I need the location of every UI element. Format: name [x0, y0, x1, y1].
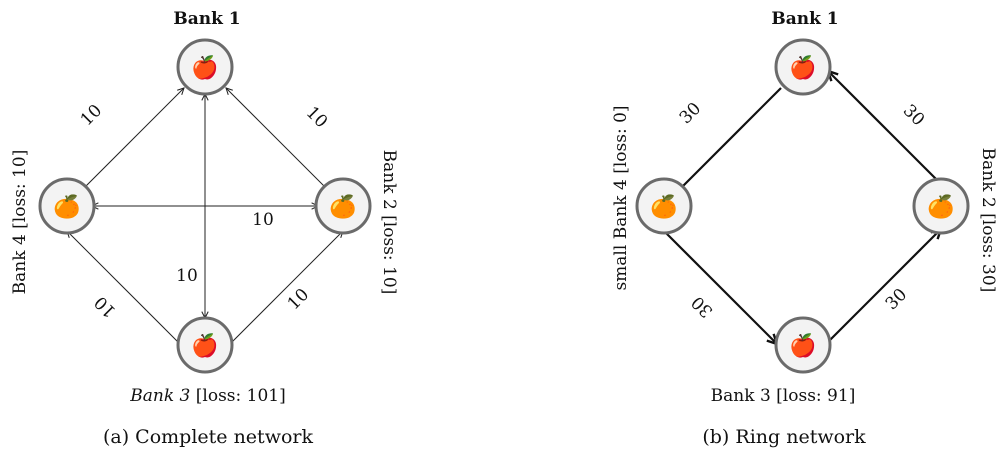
orange-icon: 🍊 [329, 194, 358, 220]
edge-label-b1-b2: 10 [302, 103, 331, 132]
edge-label-b4-b3: 10 [91, 292, 120, 321]
node-bank2: 🍊 [314, 177, 372, 235]
node-label-bank3-name: Bank 3 [129, 386, 190, 406]
node-label-bank1: Bank 1 [173, 9, 240, 29]
edge-label-b2-b1: 30 [899, 101, 928, 130]
edge-label-b1-b4: 10 [77, 101, 106, 130]
node-bank1: 🍎 [176, 38, 234, 96]
node-label-bank4: small Bank 4 [loss: 0] [611, 105, 631, 290]
node-bank1: 🍎 [774, 38, 832, 96]
edge-bank3-to-bank2 [825, 229, 941, 345]
complete-network-diagram: 10 10 10 10 10 10 🍎 🍊 🍎 🍊 Bank 1 Bank 2 … [10, 9, 399, 448]
orange-icon: 🍊 [53, 194, 82, 220]
edge-label-b1-b4: 30 [676, 99, 705, 128]
apple-icon: 🍎 [191, 54, 218, 81]
apple-icon: 🍎 [789, 54, 816, 81]
node-label-bank2: Bank 2 [loss: 10] [379, 150, 399, 295]
edge-label-b4-b3: 30 [688, 292, 717, 321]
caption-complete: (a) Complete network [103, 426, 313, 448]
apple-icon: 🍎 [789, 332, 816, 359]
node-bank2: 🍊 [912, 177, 970, 235]
edge-bank4-bank3 [67, 231, 184, 348]
node-bank3: 🍎 [176, 316, 234, 374]
apple-icon: 🍎 [191, 332, 218, 359]
node-label-bank3: Bank 3 [loss: 101] [129, 386, 285, 406]
edge-bank2-bank3 [226, 231, 343, 348]
edge-label-b3-b2: 30 [882, 285, 911, 314]
node-bank4: 🍊 [635, 177, 693, 235]
node-label-bank3-loss: [loss: 101] [190, 386, 285, 406]
node-label-bank4: Bank 4 [loss: 10] [10, 150, 30, 295]
node-label-bank1: Bank 1 [771, 9, 838, 29]
edge-bank2-to-bank1 [828, 71, 943, 186]
node-label-bank3: Bank 3 [loss: 91] [711, 386, 856, 406]
node-label-bank2: Bank 2 [loss: 30] [978, 148, 998, 293]
edge-bank4-to-bank3 [663, 230, 777, 344]
edge-label-b4-b2: 10 [252, 210, 274, 230]
node-bank4: 🍊 [38, 177, 96, 235]
edge-label-b1-b3: 10 [176, 266, 198, 286]
edge-label-b2-b3: 10 [284, 285, 313, 314]
orange-icon: 🍊 [650, 194, 679, 220]
ring-network-diagram: 30 30 30 30 🍎 🍊 🍎 🍊 Bank 1 Bank 2 [loss:… [611, 9, 998, 448]
orange-icon: 🍊 [927, 194, 956, 220]
node-bank3: 🍎 [774, 316, 832, 374]
caption-ring: (b) Ring network [702, 426, 866, 448]
